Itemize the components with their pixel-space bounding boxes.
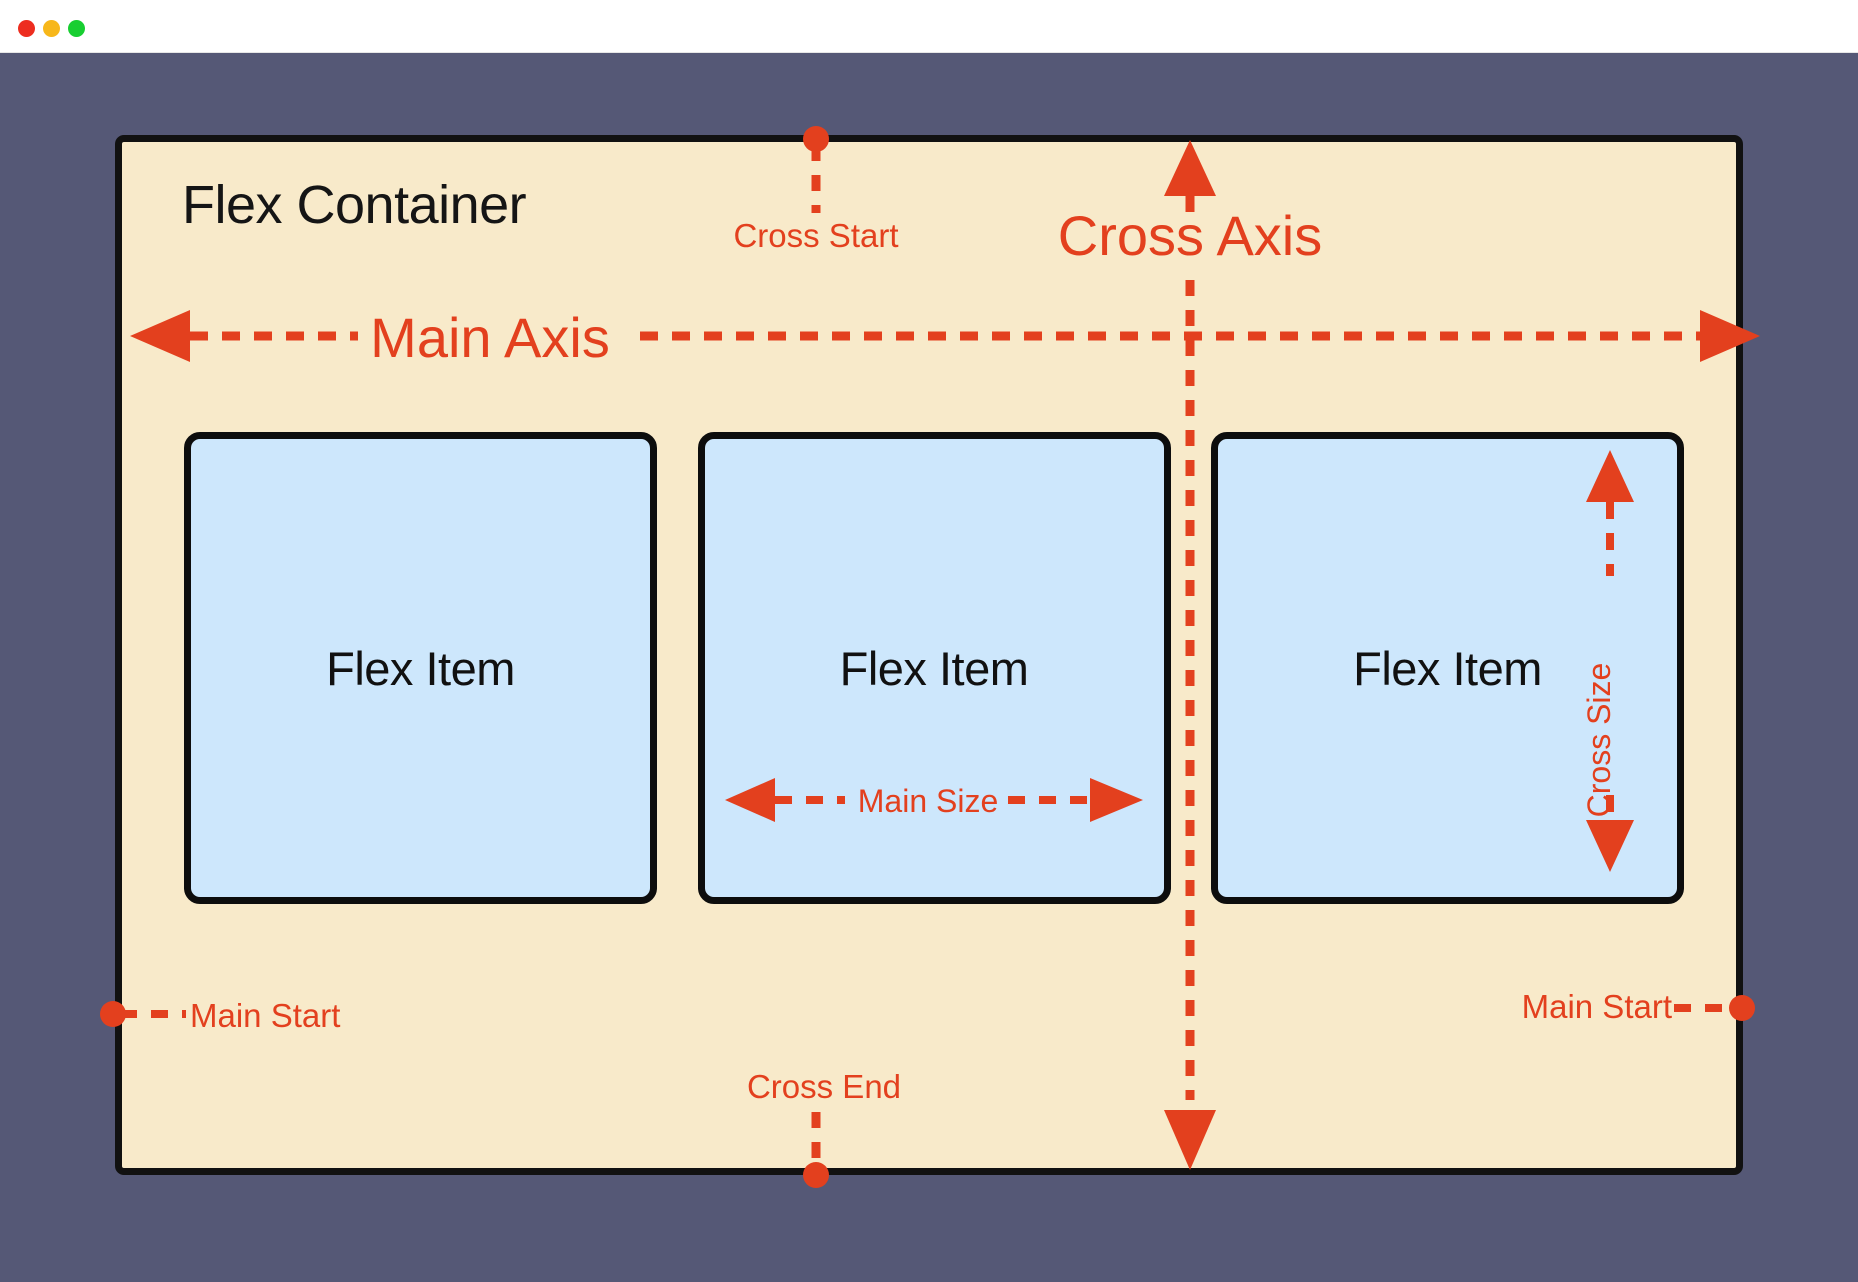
flex-container-box: Flex Container Flex Item Flex Item Flex … — [115, 135, 1743, 1175]
flex-container-label: Flex Container — [182, 175, 527, 235]
flex-item-label: Flex Item — [839, 641, 1029, 695]
flex-item-1[interactable]: Flex Item — [184, 432, 657, 904]
minimize-button[interactable] — [43, 20, 60, 37]
flex-item-2[interactable]: Flex Item — [697, 432, 1171, 904]
flex-items-row: Flex Item Flex Item Flex Item — [184, 432, 1684, 904]
title-bar — [0, 0, 1858, 53]
maximize-button[interactable] — [68, 20, 85, 37]
close-button[interactable] — [18, 20, 35, 37]
flex-item-label: Flex Item — [1353, 641, 1542, 695]
flex-item-label: Flex Item — [326, 641, 515, 695]
flex-item-3[interactable]: Flex Item — [1211, 432, 1684, 904]
